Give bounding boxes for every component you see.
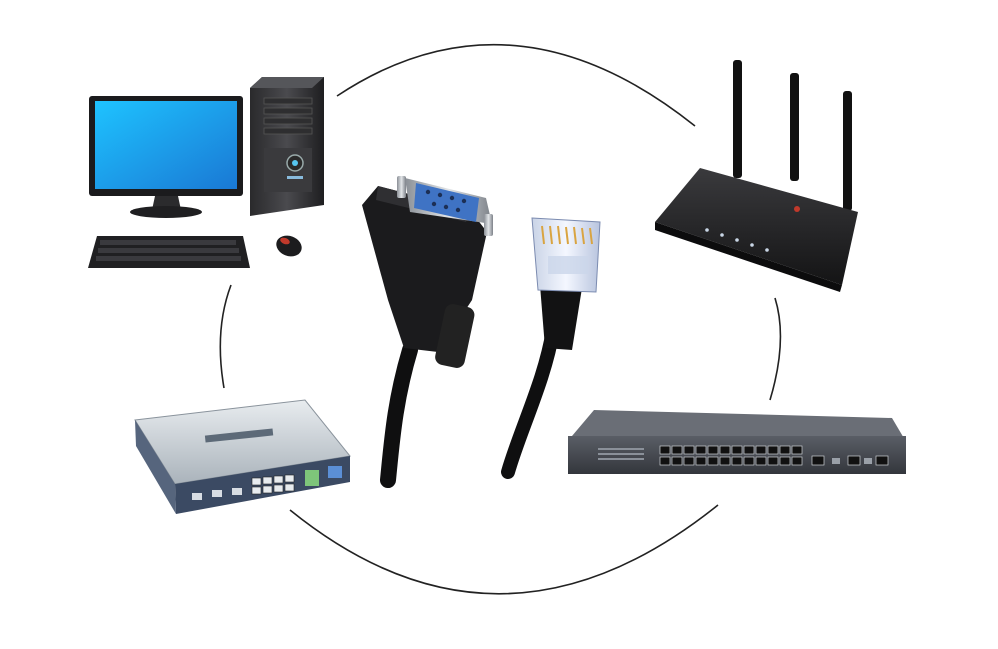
switch-port-grid [659,445,803,466]
network-switch-icon [568,410,906,474]
db9-serial-connector-icon [362,176,493,488]
desktop-computer-icon [88,77,324,268]
ring-arc-top [336,43,696,127]
ring-arc-bottom [289,504,719,595]
connection-ring [219,43,782,595]
rj45-connector-icon [501,217,601,479]
ring-arc-right [769,297,782,401]
wireless-router-icon [655,60,858,292]
vpn-router-icon [134,399,351,514]
ring-arc-left [219,284,232,389]
